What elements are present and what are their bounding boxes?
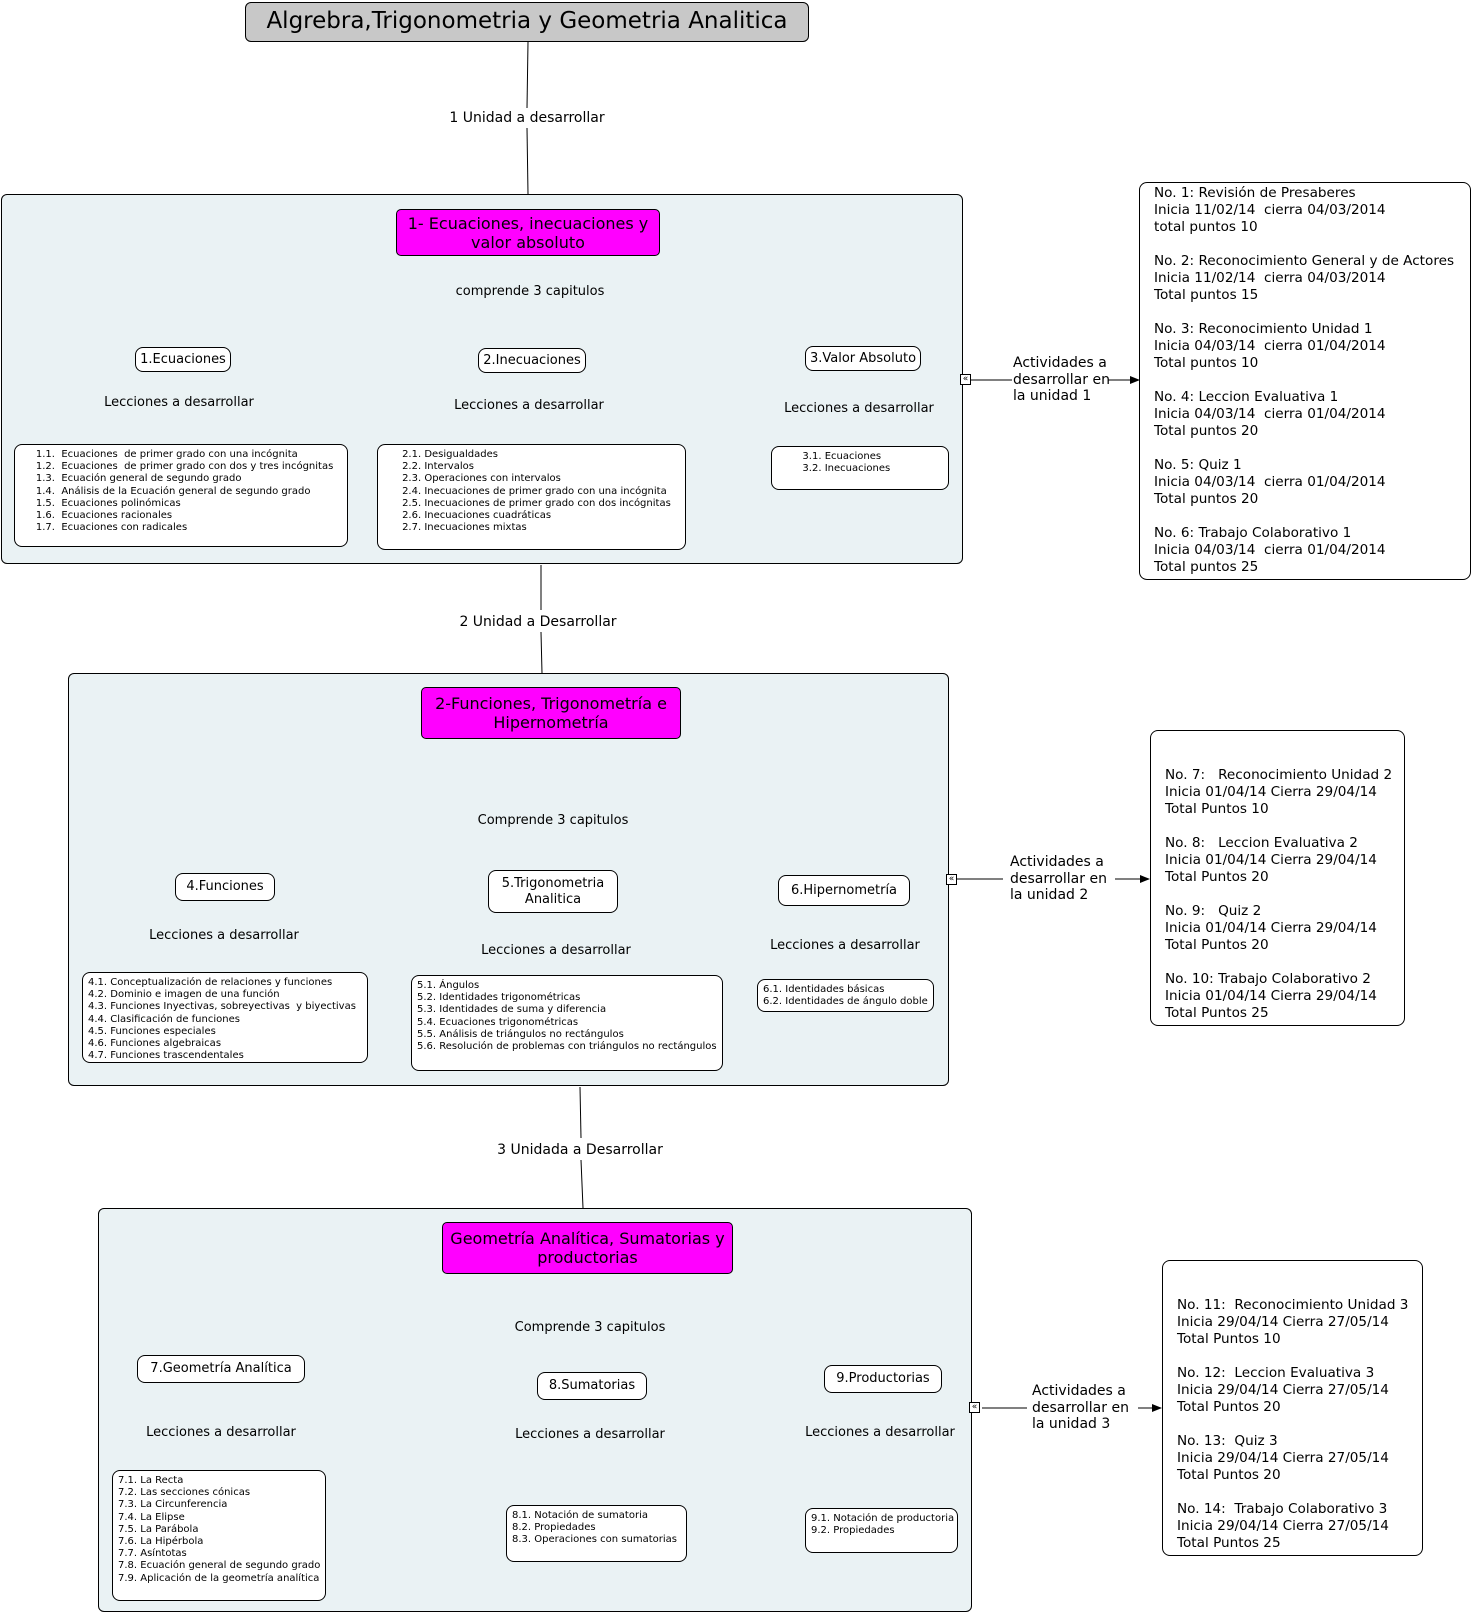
chapter-7-node[interactable]: 7.Geometría Analítica bbox=[137, 1355, 305, 1383]
chapter-1-lessons-box: 1.1. Ecuaciones de primer grado con una … bbox=[14, 444, 348, 547]
chapter-6-lessons-label: Lecciones a desarrollar bbox=[770, 938, 920, 953]
chapter-8-node[interactable]: 8.Sumatorias bbox=[537, 1372, 647, 1400]
unit-2-expand-icon[interactable]: « bbox=[946, 874, 957, 885]
unit-3-activities-label: Actividades a desarrollar en la unidad 3 bbox=[1032, 1383, 1129, 1432]
chapter-2-lessons-label: Lecciones a desarrollar bbox=[454, 398, 604, 413]
unit-1-node[interactable]: 1- Ecuaciones, inecuaciones y valor abso… bbox=[396, 209, 660, 256]
unit-2-comprende-label: Comprende 3 capitulos bbox=[477, 813, 629, 828]
chapter-5-lessons-label: Lecciones a desarrollar bbox=[481, 943, 631, 958]
chapter-4-lessons-label: Lecciones a desarrollar bbox=[149, 928, 299, 943]
chapter-8-lessons-box: 8.1. Notación de sumatoria 8.2. Propieda… bbox=[506, 1505, 687, 1562]
map-title: Algrebra,Trigonometria y Geometria Anali… bbox=[245, 2, 809, 42]
unit-1-comprende-label: comprende 3 capitulos bbox=[455, 284, 605, 299]
unit-2-node[interactable]: 2-Funciones, Trigonometría e Hipernometr… bbox=[421, 687, 681, 739]
unit-2-activities-label: Actividades a desarrollar en la unidad 2 bbox=[1010, 854, 1107, 903]
edge-label-unit-1: 1 Unidad a desarrollar bbox=[449, 110, 605, 126]
unit-1-expand-icon[interactable]: « bbox=[960, 374, 971, 385]
chapter-6-node[interactable]: 6.Hipernometría bbox=[778, 875, 910, 906]
chapter-9-node[interactable]: 9.Productorias bbox=[824, 1365, 942, 1393]
chapter-7-lessons-box: 7.1. La Recta 7.2. Las secciones cónicas… bbox=[112, 1470, 326, 1601]
chapter-2-lessons-box: 2.1. Desigualdades 2.2. Intervalos 2.3. … bbox=[377, 444, 686, 550]
edge-label-unit-2: 2 Unidad a Desarrollar bbox=[459, 614, 617, 630]
chapter-2-node[interactable]: 2.Inecuaciones bbox=[478, 348, 586, 373]
chapter-4-node[interactable]: 4.Funciones bbox=[175, 873, 275, 901]
chapter-1-node[interactable]: 1.Ecuaciones bbox=[135, 347, 231, 372]
chapter-9-lessons-box: 9.1. Notación de productoria 9.2. Propie… bbox=[805, 1508, 958, 1553]
chapter-6-lessons-box: 6.1. Identidades básicas 6.2. Identidade… bbox=[757, 979, 934, 1012]
chapter-3-lessons-box: 3.1. Ecuaciones 3.2. Inecuaciones bbox=[771, 446, 949, 490]
chapter-3-lessons-label: Lecciones a desarrollar bbox=[784, 401, 934, 416]
unit-3-comprende-label: Comprende 3 capitulos bbox=[514, 1320, 666, 1335]
unit-1-activities-label: Actividades a desarrollar en la unidad 1 bbox=[1013, 355, 1110, 404]
chapter-1-lessons-label: Lecciones a desarrollar bbox=[104, 395, 254, 410]
unit-3-node[interactable]: Geometría Analítica, Sumatorias y produc… bbox=[442, 1222, 733, 1274]
edge-label-unit-3: 3 Unidada a Desarrollar bbox=[497, 1142, 663, 1158]
chapter-3-node[interactable]: 3.Valor Absoluto bbox=[805, 346, 921, 371]
unit-3-expand-icon[interactable]: « bbox=[969, 1402, 980, 1413]
chapter-5-node[interactable]: 5.Trigonometria Analitica bbox=[488, 870, 618, 913]
unit-2-activities-box: No. 7: Reconocimiento Unidad 2 Inicia 01… bbox=[1150, 730, 1405, 1026]
chapter-5-lessons-box: 5.1. Ángulos 5.2. Identidades trigonomét… bbox=[411, 975, 723, 1071]
chapter-4-lessons-box: 4.1. Conceptualización de relaciones y f… bbox=[82, 972, 368, 1063]
chapter-7-lessons-label: Lecciones a desarrollar bbox=[146, 1425, 296, 1440]
unit-1-activities-box: No. 1: Revisión de Presaberes Inicia 11/… bbox=[1139, 182, 1471, 580]
unit-3-activities-box: No. 11: Reconocimiento Unidad 3 Inicia 2… bbox=[1162, 1260, 1423, 1556]
chapter-8-lessons-label: Lecciones a desarrollar bbox=[515, 1427, 665, 1442]
chapter-9-lessons-label: Lecciones a desarrollar bbox=[805, 1425, 955, 1440]
